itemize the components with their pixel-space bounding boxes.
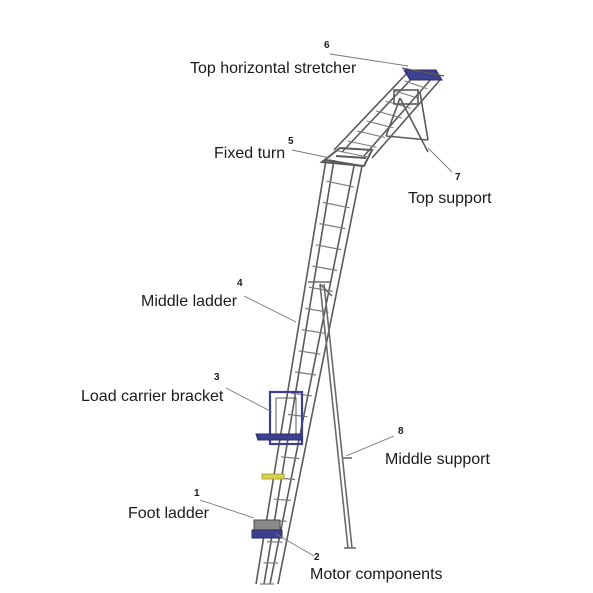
middle-support (308, 281, 356, 549)
ladder-rung (287, 413, 308, 418)
callout-number-5: 5 (288, 136, 294, 147)
callout-number-7: 7 (455, 172, 461, 183)
top-stretcher (401, 67, 445, 81)
safety-band (261, 473, 285, 480)
motor-components (251, 519, 283, 539)
ladder-rung (294, 371, 317, 376)
ladder-rung (319, 223, 346, 230)
label-top-support: Top support (408, 190, 492, 207)
upper-rung (356, 130, 386, 139)
label-top-horizontal-stretcher: Top horizontal stretcher (190, 60, 357, 77)
upper-rung (347, 140, 377, 148)
upper-rungs (337, 70, 437, 158)
ladder-rung (305, 307, 329, 313)
callout-number-6: 6 (324, 40, 330, 51)
callout-number-1: 1 (194, 488, 200, 499)
callout-number-4: 4 (237, 278, 243, 289)
load-carrier-bracket (255, 390, 304, 446)
fixed-turn (319, 146, 374, 168)
callout-number-8: 8 (398, 426, 404, 437)
upper-rung (394, 90, 420, 100)
label-middle-support: Middle support (385, 451, 490, 468)
ladder-rung (266, 541, 283, 543)
leader-lines (199, 53, 453, 557)
ladder-rung (326, 180, 354, 188)
label-fixed-turn: Fixed turn (214, 145, 286, 162)
label-middle-ladder: Middle ladder (141, 293, 238, 310)
top-support (385, 89, 429, 153)
ladder-rung (322, 201, 350, 209)
label-motor-components: Motor components (310, 566, 443, 583)
ladder-rung (312, 265, 338, 272)
label-foot-ladder: Foot ladder (128, 505, 209, 522)
upper-rung (404, 80, 428, 90)
upper-rung (337, 150, 369, 158)
label-load-carrier-bracket: Load carrier bracket (81, 388, 224, 405)
callout-number-2: 2 (314, 552, 320, 563)
ladder-rung (273, 498, 291, 501)
ladder-rung (301, 329, 325, 334)
ladder-rung (280, 456, 300, 460)
ladder-rung (298, 350, 321, 355)
upper-rung (375, 110, 403, 119)
ladder-rung (315, 244, 342, 251)
callout-number-3: 3 (214, 372, 220, 383)
